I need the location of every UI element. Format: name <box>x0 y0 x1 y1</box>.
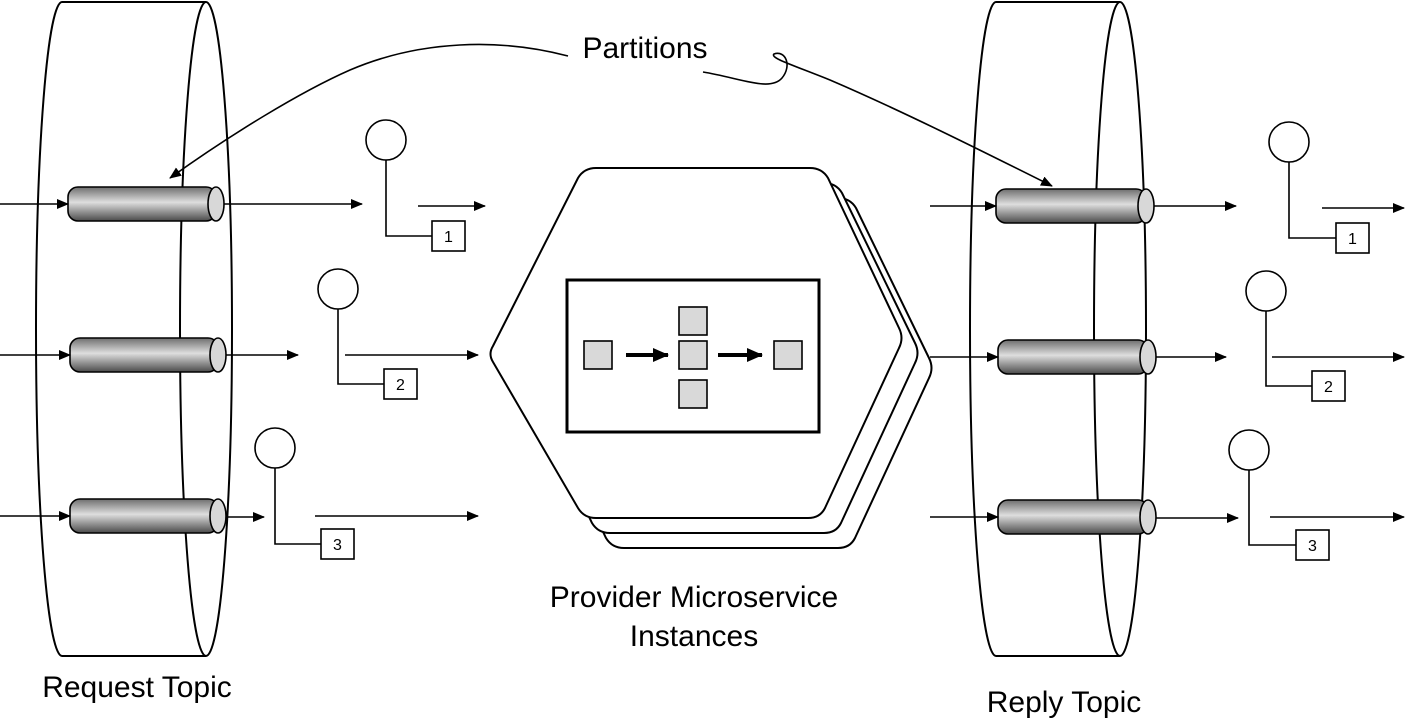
reply-partition-pipe <box>997 499 1157 535</box>
request-topic-label: Request Topic <box>42 671 232 704</box>
request-message-3: 3 <box>254 427 479 560</box>
request-message-1: 1 <box>365 119 486 252</box>
partition-number: 3 <box>333 537 342 554</box>
provider-label-line2: Instances <box>630 620 758 653</box>
request-partition-pipe <box>67 186 225 222</box>
incoming-arrows-reply <box>930 201 999 522</box>
reply-partition-pipe <box>997 339 1157 375</box>
reply-topic-label: Reply Topic <box>987 686 1142 719</box>
reply-message-1: 1 <box>1268 121 1405 254</box>
partition-number: 2 <box>1324 379 1333 396</box>
outgoing-arrows-reply <box>1154 201 1239 523</box>
reply-topic-cylinder <box>969 0 1147 657</box>
outgoing-arrows-request <box>224 199 363 522</box>
reply-partition-pipe <box>995 188 1155 224</box>
partition-number: 1 <box>444 229 453 246</box>
reply-message-2: 2 <box>1245 270 1405 402</box>
incoming-arrows-request <box>0 199 71 521</box>
provider-microservice-instances <box>489 167 933 549</box>
request-partition-pipe <box>69 337 227 373</box>
reply-message-3: 3 <box>1228 429 1405 561</box>
provider-label-line1: Provider Microservice <box>550 581 838 614</box>
request-partition-pipe <box>69 498 227 534</box>
request-message-2: 2 <box>317 268 479 400</box>
partition-number: 1 <box>1348 231 1357 248</box>
partition-number: 3 <box>1308 538 1317 555</box>
partition-number: 2 <box>396 377 405 394</box>
request-topic-cylinder <box>35 0 233 657</box>
partitions-label: Partitions <box>582 32 707 65</box>
partitions-callout <box>169 43 1053 187</box>
